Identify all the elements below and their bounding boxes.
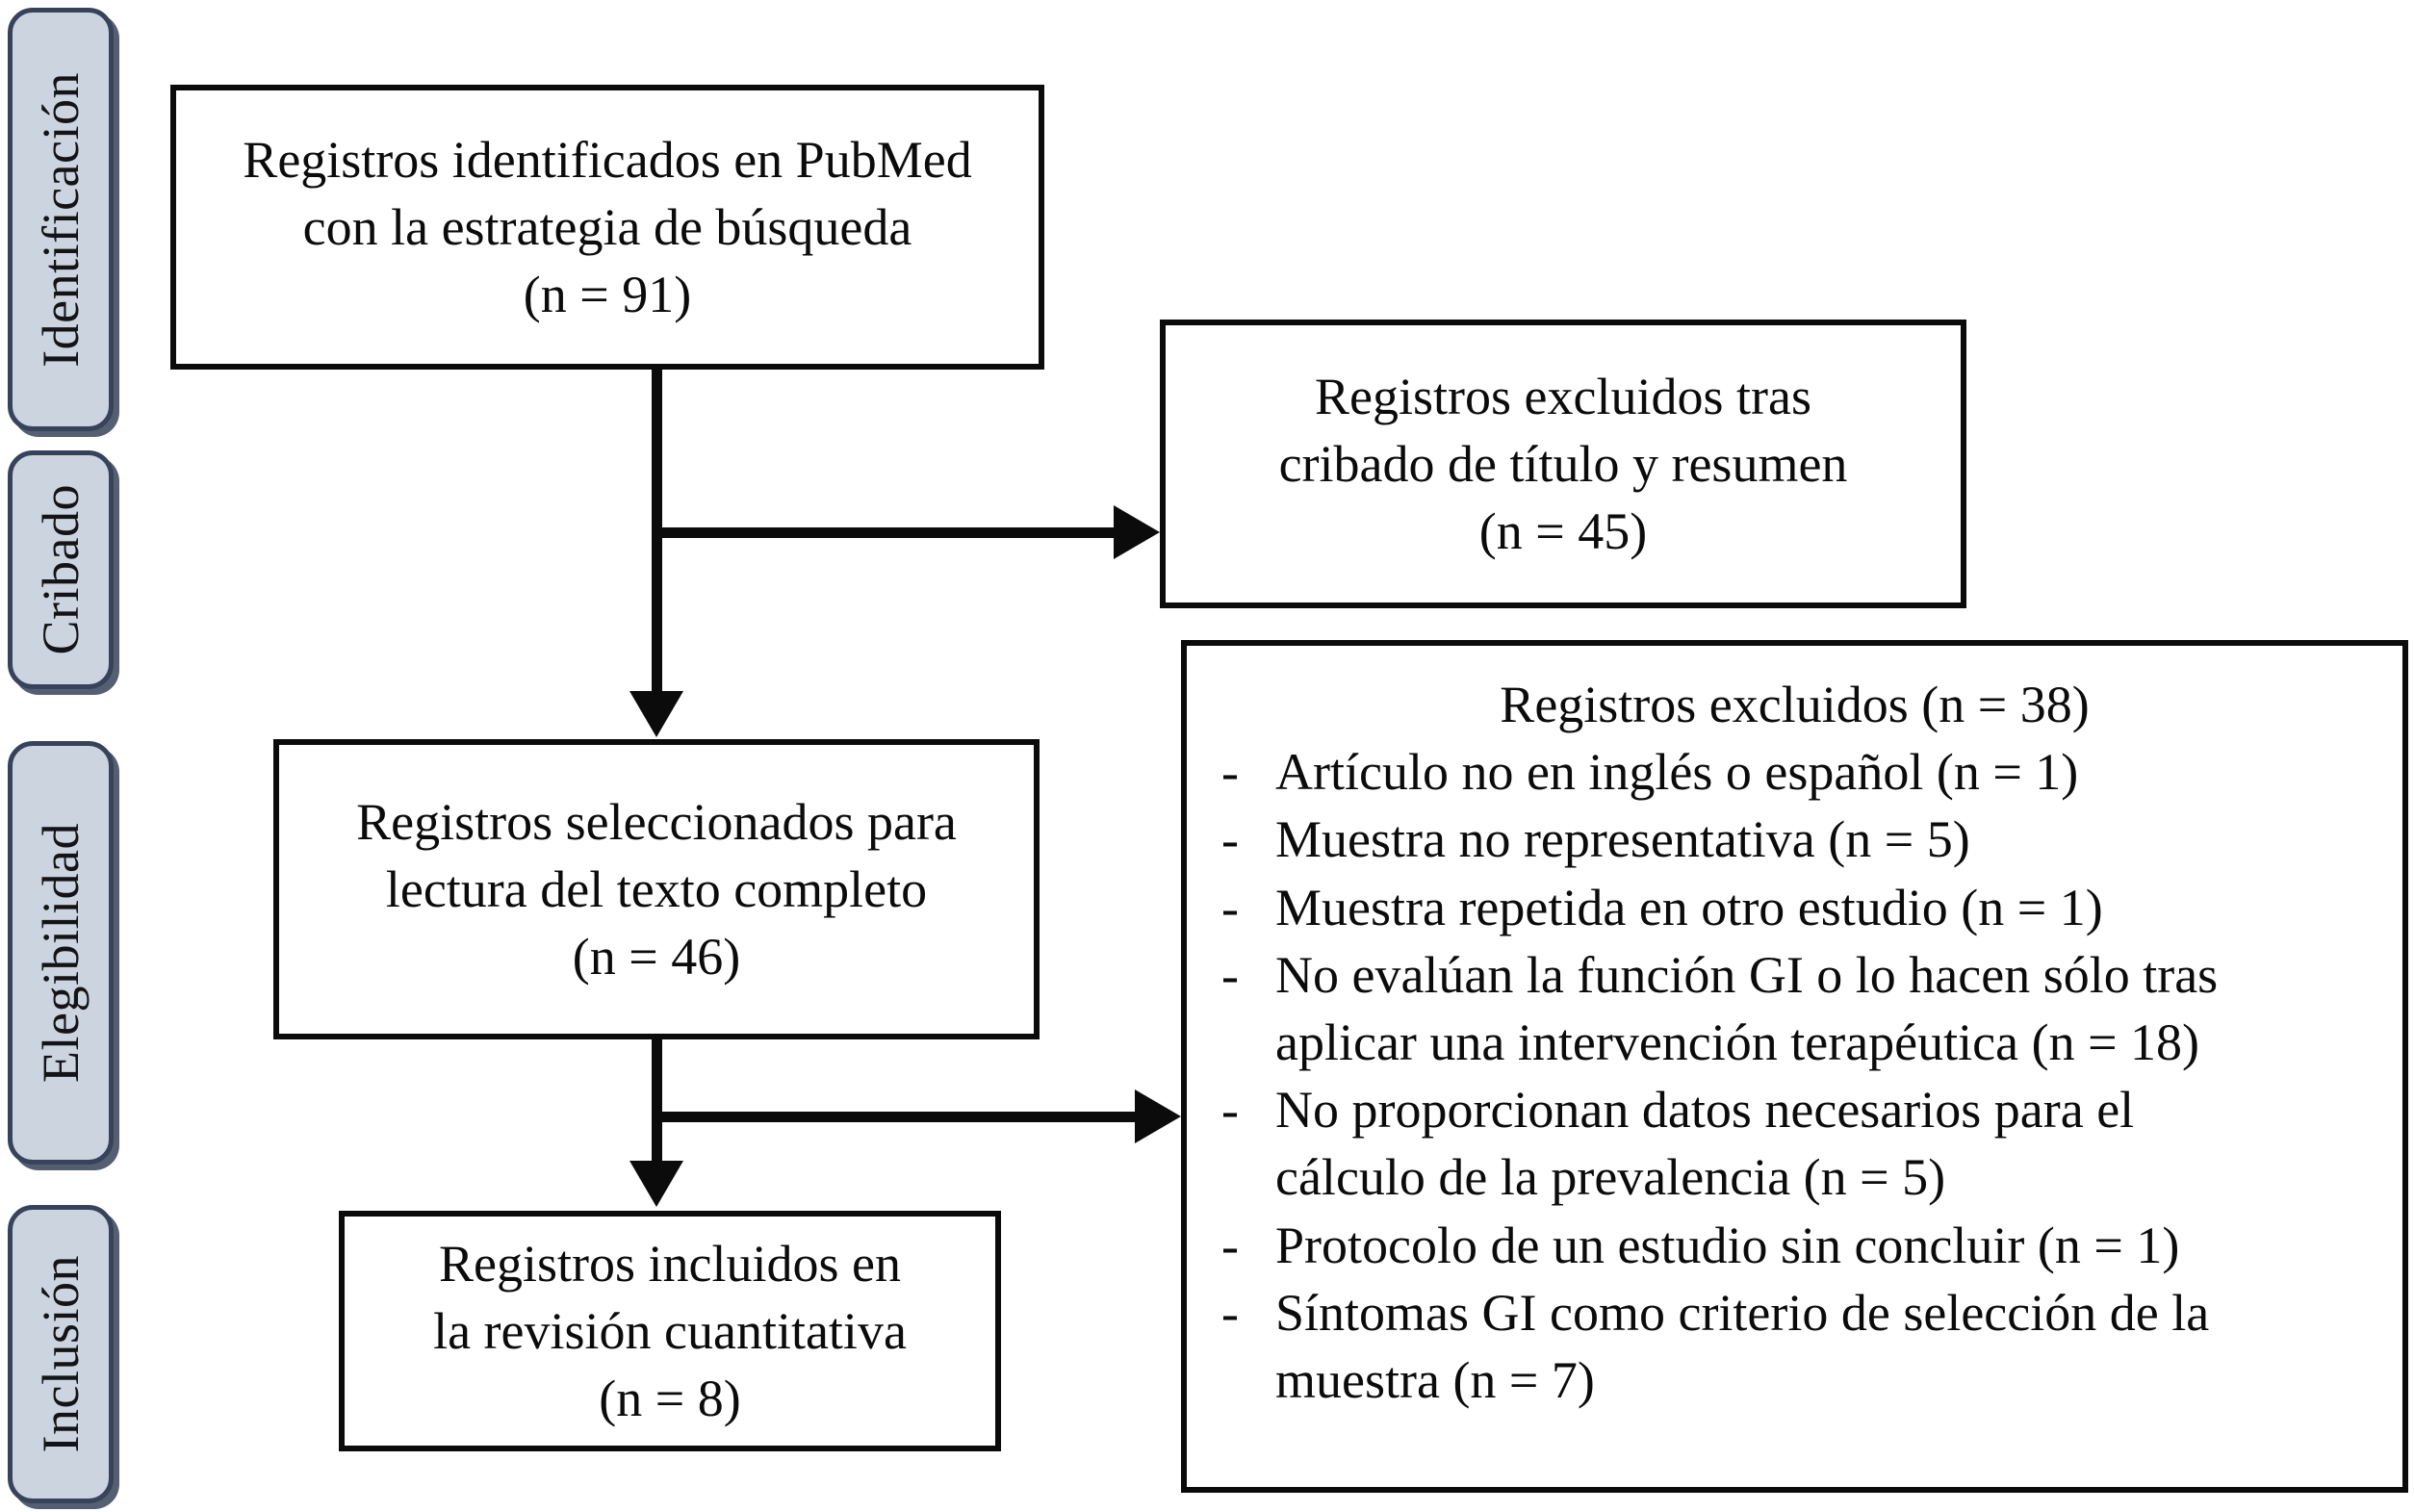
stage-label-inclusion: Inclusión xyxy=(32,1255,90,1453)
reason-text: Muestra repetida en otro estudio (n = 1) xyxy=(1275,878,2103,936)
box-records-fulltext-line-1: Registros seleccionados para xyxy=(356,792,957,851)
list-item: - No evalúan la función GI o lo hacen só… xyxy=(1204,941,2385,1009)
box-records-excluded-screening-line-2: cribado de título y resumen xyxy=(1278,434,1848,493)
box-records-fulltext: Registros seleccionados para lectura del… xyxy=(273,739,1040,1039)
reason-text: Artículo no en inglés o español (n = 1) xyxy=(1275,743,2079,802)
list-item: - No proporcionan datos necesarios para … xyxy=(1204,1076,2385,1143)
arrowhead-right-to-excluded-screening xyxy=(1114,505,1160,559)
arrowhead-down-to-included xyxy=(629,1161,683,1207)
list-item-continuation: aplicar una intervención terapéutica (n … xyxy=(1204,1009,2385,1076)
box-records-excluded-screening: Registros excluidos tras cribado de títu… xyxy=(1160,320,1966,608)
connector-to-excluded-screening xyxy=(652,527,1116,538)
arrowhead-down-to-fulltext xyxy=(629,691,683,737)
stage-elegibilidad: Elegibilidad xyxy=(8,741,114,1165)
stage-cribado: Cribado xyxy=(8,450,114,689)
box-records-identified-line-3: (n = 91) xyxy=(523,266,692,324)
bullet-dash-icon: - xyxy=(1221,945,1239,1004)
bullet-dash-icon: - xyxy=(1221,1283,1239,1342)
box-records-excluded-screening-line-3: (n = 45) xyxy=(1478,502,1648,561)
stage-inclusion: Inclusión xyxy=(8,1205,114,1503)
stage-label-elegibilidad: Elegibilidad xyxy=(32,823,90,1083)
excluded-fulltext-title: Registros excluidos (n = 38) xyxy=(1500,676,2090,733)
list-item-continuation: cálculo de la prevalencia (n = 5) xyxy=(1204,1143,2385,1211)
connector-fulltext-to-included xyxy=(652,1039,662,1163)
reason-text: Muestra no representativa (n = 5) xyxy=(1275,810,1970,869)
box-records-included-line-2: la revisión cuantitativa xyxy=(433,1301,907,1360)
bullet-dash-icon: - xyxy=(1221,878,1239,936)
stage-identificacion: Identificación xyxy=(8,8,114,431)
box-records-included-line-1: Registros incluidos en xyxy=(439,1234,901,1293)
stage-label-identificacion: Identificación xyxy=(32,71,90,368)
reason-text: aplicar una intervención terapéutica (n … xyxy=(1275,1012,2200,1071)
reason-text: No proporcionan datos necesarios para el xyxy=(1275,1081,2135,1140)
stage-label-cribado: Cribado xyxy=(32,484,90,655)
bullet-dash-icon: - xyxy=(1221,1081,1239,1140)
excluded-fulltext-reason-list: - Artículo no en inglés o español (n = 1… xyxy=(1204,738,2385,1414)
box-records-fulltext-line-2: lectura del texto completo xyxy=(385,859,928,918)
list-item-continuation: muestra (n = 7) xyxy=(1204,1346,2385,1414)
reason-text: cálculo de la prevalencia (n = 5) xyxy=(1275,1148,1946,1207)
box-records-identified-line-2: con la estrategia de búsqueda xyxy=(302,197,912,256)
reason-text: No evalúan la función GI o lo hacen sólo… xyxy=(1275,945,2219,1004)
bullet-dash-icon: - xyxy=(1221,810,1239,869)
box-records-included-line-3: (n = 8) xyxy=(599,1370,741,1428)
box-records-excluded-screening-line-1: Registros excluidos tras xyxy=(1315,367,1811,425)
list-item: - Muestra repetida en otro estudio (n = … xyxy=(1204,874,2385,941)
list-item: - Artículo no en inglés o español (n = 1… xyxy=(1204,738,2385,806)
box-records-excluded-fulltext: Registros excluidos (n = 38) - Artículo … xyxy=(1181,640,2408,1493)
bullet-dash-icon: - xyxy=(1221,1216,1239,1274)
list-item: - Síntomas GI como criterio de selección… xyxy=(1204,1279,2385,1346)
box-records-identified-line-1: Registros identificados en PubMed xyxy=(243,130,972,189)
bullet-dash-icon: - xyxy=(1221,743,1239,802)
list-item: - Muestra no representativa (n = 5) xyxy=(1204,806,2385,873)
list-item: - Protocolo de un estudio sin concluir (… xyxy=(1204,1212,2385,1279)
reason-text: Síntomas GI como criterio de selección d… xyxy=(1275,1283,2210,1342)
reason-text: muestra (n = 7) xyxy=(1275,1350,1595,1409)
connector-to-excluded-fulltext xyxy=(652,1112,1137,1122)
box-records-included: Registros incluidos en la revisión cuant… xyxy=(339,1211,1001,1451)
box-records-identified: Registros identificados en PubMed con la… xyxy=(170,85,1044,370)
box-records-fulltext-line-3: (n = 46) xyxy=(572,928,741,987)
arrowhead-right-to-excluded-fulltext xyxy=(1135,1089,1181,1143)
reason-text: Protocolo de un estudio sin concluir (n … xyxy=(1275,1216,2180,1274)
